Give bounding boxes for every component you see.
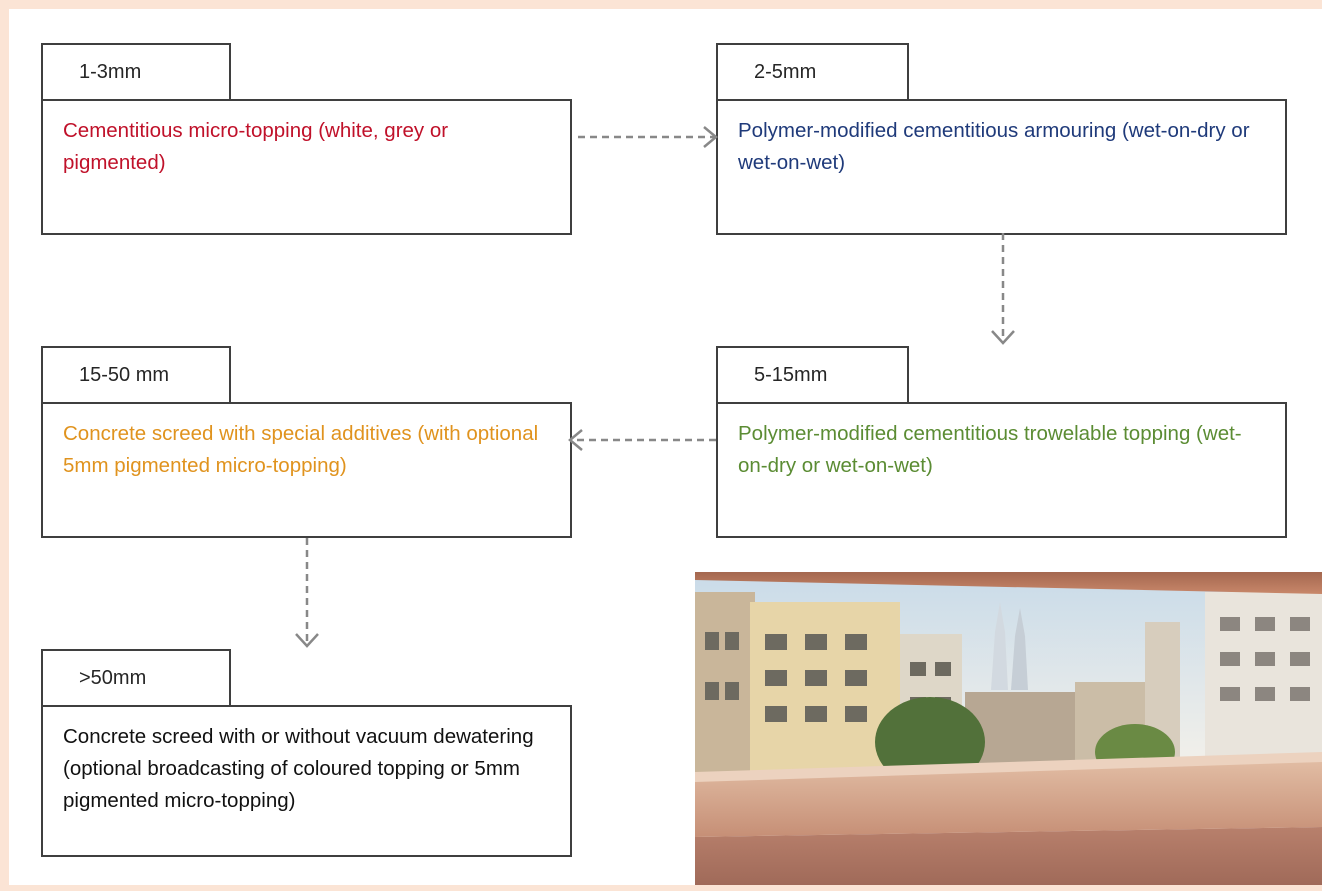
stage-5-thickness-tab: >50mm bbox=[41, 649, 231, 705]
arrow-stage-4-to-5 bbox=[295, 538, 319, 648]
stage-1-thickness-label: 1-3mm bbox=[79, 60, 142, 83]
page-border-bottom bbox=[0, 885, 1322, 891]
page-border-left bbox=[0, 0, 9, 891]
stage-5-thickness-label: >50mm bbox=[79, 666, 147, 689]
stage-1-description: Cementitious micro-topping (white, grey … bbox=[63, 119, 449, 174]
stage-1-thickness-tab: 1-3mm bbox=[41, 43, 231, 99]
stage-2-description: Polymer-modified cementitious armouring … bbox=[738, 119, 1250, 174]
stage-3-description: Polymer-modified cementitious trowelable… bbox=[738, 422, 1242, 477]
stage-3-thickness-label: 5-15mm bbox=[754, 363, 828, 386]
balcony-city-view-photo bbox=[695, 572, 1322, 885]
stage-2-thickness-label: 2-5mm bbox=[754, 60, 817, 83]
arrow-stage-1-to-2 bbox=[578, 126, 718, 148]
stage-4-box: Concrete screed with special additives (… bbox=[41, 402, 572, 538]
stage-5-description: Concrete screed with or without vacuum d… bbox=[63, 725, 534, 812]
stage-4-thickness-tab: 15-50 mm bbox=[41, 346, 231, 402]
stage-2-box: Polymer-modified cementitious armouring … bbox=[716, 99, 1287, 235]
stage-3-box: Polymer-modified cementitious trowelable… bbox=[716, 402, 1287, 538]
stage-5-box: Concrete screed with or without vacuum d… bbox=[41, 705, 572, 857]
stage-1-box: Cementitious micro-topping (white, grey … bbox=[41, 99, 572, 235]
arrow-stage-2-to-3 bbox=[991, 233, 1015, 345]
page-border-top bbox=[0, 0, 1322, 9]
arrow-stage-3-to-4 bbox=[568, 429, 716, 451]
stage-4-thickness-label: 15-50 mm bbox=[79, 363, 170, 386]
stage-4-description: Concrete screed with special additives (… bbox=[63, 422, 539, 477]
stage-3-thickness-tab: 5-15mm bbox=[716, 346, 909, 402]
stage-2-thickness-tab: 2-5mm bbox=[716, 43, 909, 99]
